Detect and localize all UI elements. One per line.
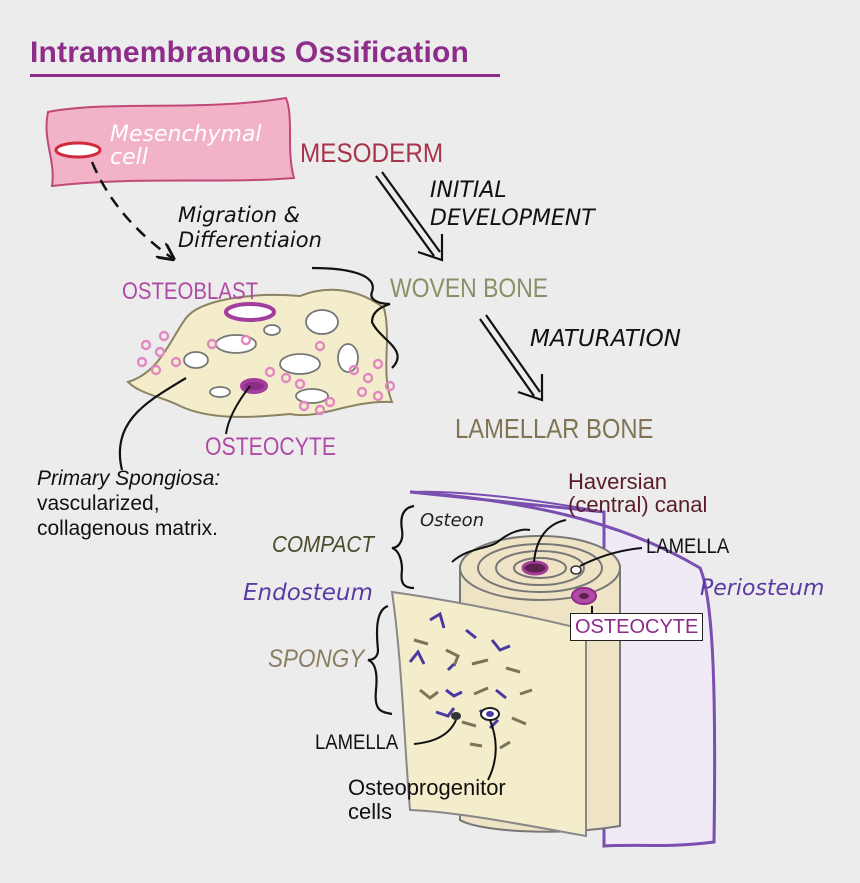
migration-line2: Differentiaion — [178, 228, 322, 253]
migration-label: Migration & Differentiaion — [178, 203, 322, 253]
osteoprogenitor-label: Osteoprogenitor cells — [348, 776, 506, 824]
mesenchymal-cell-icon — [54, 141, 102, 159]
initial-development-line2: DEVELOPMENT — [430, 205, 595, 231]
osteon-brace — [451, 528, 531, 563]
mesoderm-label: MESODERM — [300, 138, 444, 168]
matrix-holes — [183, 302, 359, 404]
lamella-top-label: LAMELLA — [646, 535, 730, 558]
lamella-cell-icon — [570, 565, 582, 575]
periosteum-inner — [409, 490, 605, 513]
mesenchyme-sheet — [45, 96, 296, 188]
initial-development-line1: INITIAL — [430, 178, 507, 203]
periosteum-label: Periosteum — [700, 576, 825, 601]
haversian-canal-icon — [521, 560, 549, 576]
osteocyte-pointer — [225, 385, 251, 435]
initial-development-arrow — [375, 171, 444, 262]
osteoprogenitor-pointer — [487, 719, 497, 781]
osteocyte-bottom-label: OSTEOCYTE — [570, 613, 704, 641]
primary-spongiosa-label: Primary Spongiosa: vascularized, collage… — [37, 467, 220, 541]
primary-spongiosa-line3: collagenous matrix. — [37, 516, 218, 540]
title-underline — [30, 74, 500, 77]
periosteum-sheet — [409, 490, 717, 848]
lamella-bottom-label: LAMELLA — [315, 731, 399, 754]
lamellar-bone-label: LAMELLAR BONE — [455, 413, 654, 444]
woven-bone-brace — [311, 266, 399, 369]
haversian-line2: (central) canal — [568, 492, 708, 518]
maturation-arrow — [479, 314, 544, 402]
osteoblast-label: OSTEOBLAST — [122, 278, 259, 305]
lamella-spongy-icon — [451, 712, 461, 720]
endosteum-label: Endosteum — [243, 580, 373, 606]
lamella-top-pointer — [579, 547, 643, 567]
osteon-label: Osteon — [420, 510, 485, 531]
compact-brace — [391, 504, 415, 590]
maturation-label: MATURATION — [530, 326, 681, 352]
haversian-pointer — [533, 519, 567, 563]
woven-bone-label: WOVEN BONE — [390, 273, 549, 303]
haversian-line1: Haversian — [568, 469, 668, 494]
mesenchymal-cell-label: Mesenchymal cell — [110, 123, 262, 169]
compact-label: COMPACT — [272, 531, 374, 557]
page-title: Intramembranous Ossification — [30, 36, 470, 69]
osteoblast-cells — [136, 330, 396, 416]
migration-arrow — [90, 161, 172, 258]
osteoprogenitor-line1: Osteoprogenitor — [348, 775, 506, 800]
mesenchymal-line2: cell — [110, 145, 148, 171]
spongy-brace — [367, 604, 393, 716]
primary-spongiosa-line1: Primary Spongiosa: — [37, 467, 221, 490]
migration-line1: Migration & — [178, 203, 301, 227]
osteocyte-top-label: OSTEOCYTE — [205, 433, 337, 461]
mesenchymal-line1: Mesenchymal — [110, 122, 262, 147]
primary-spongiosa-line2: vascularized, — [37, 491, 160, 515]
spongy-label: SPONGY — [268, 645, 365, 673]
lamella-bottom-pointer — [413, 719, 457, 745]
initial-development-label: INITIAL DEVELOPMENT — [430, 177, 595, 232]
osteoprogenitor-line2: cells — [348, 798, 393, 824]
primary-spongiosa-pointer — [118, 377, 187, 471]
haversian-canal-label: Haversian (central) canal — [568, 470, 707, 516]
spongy-trabeculae — [408, 611, 533, 750]
